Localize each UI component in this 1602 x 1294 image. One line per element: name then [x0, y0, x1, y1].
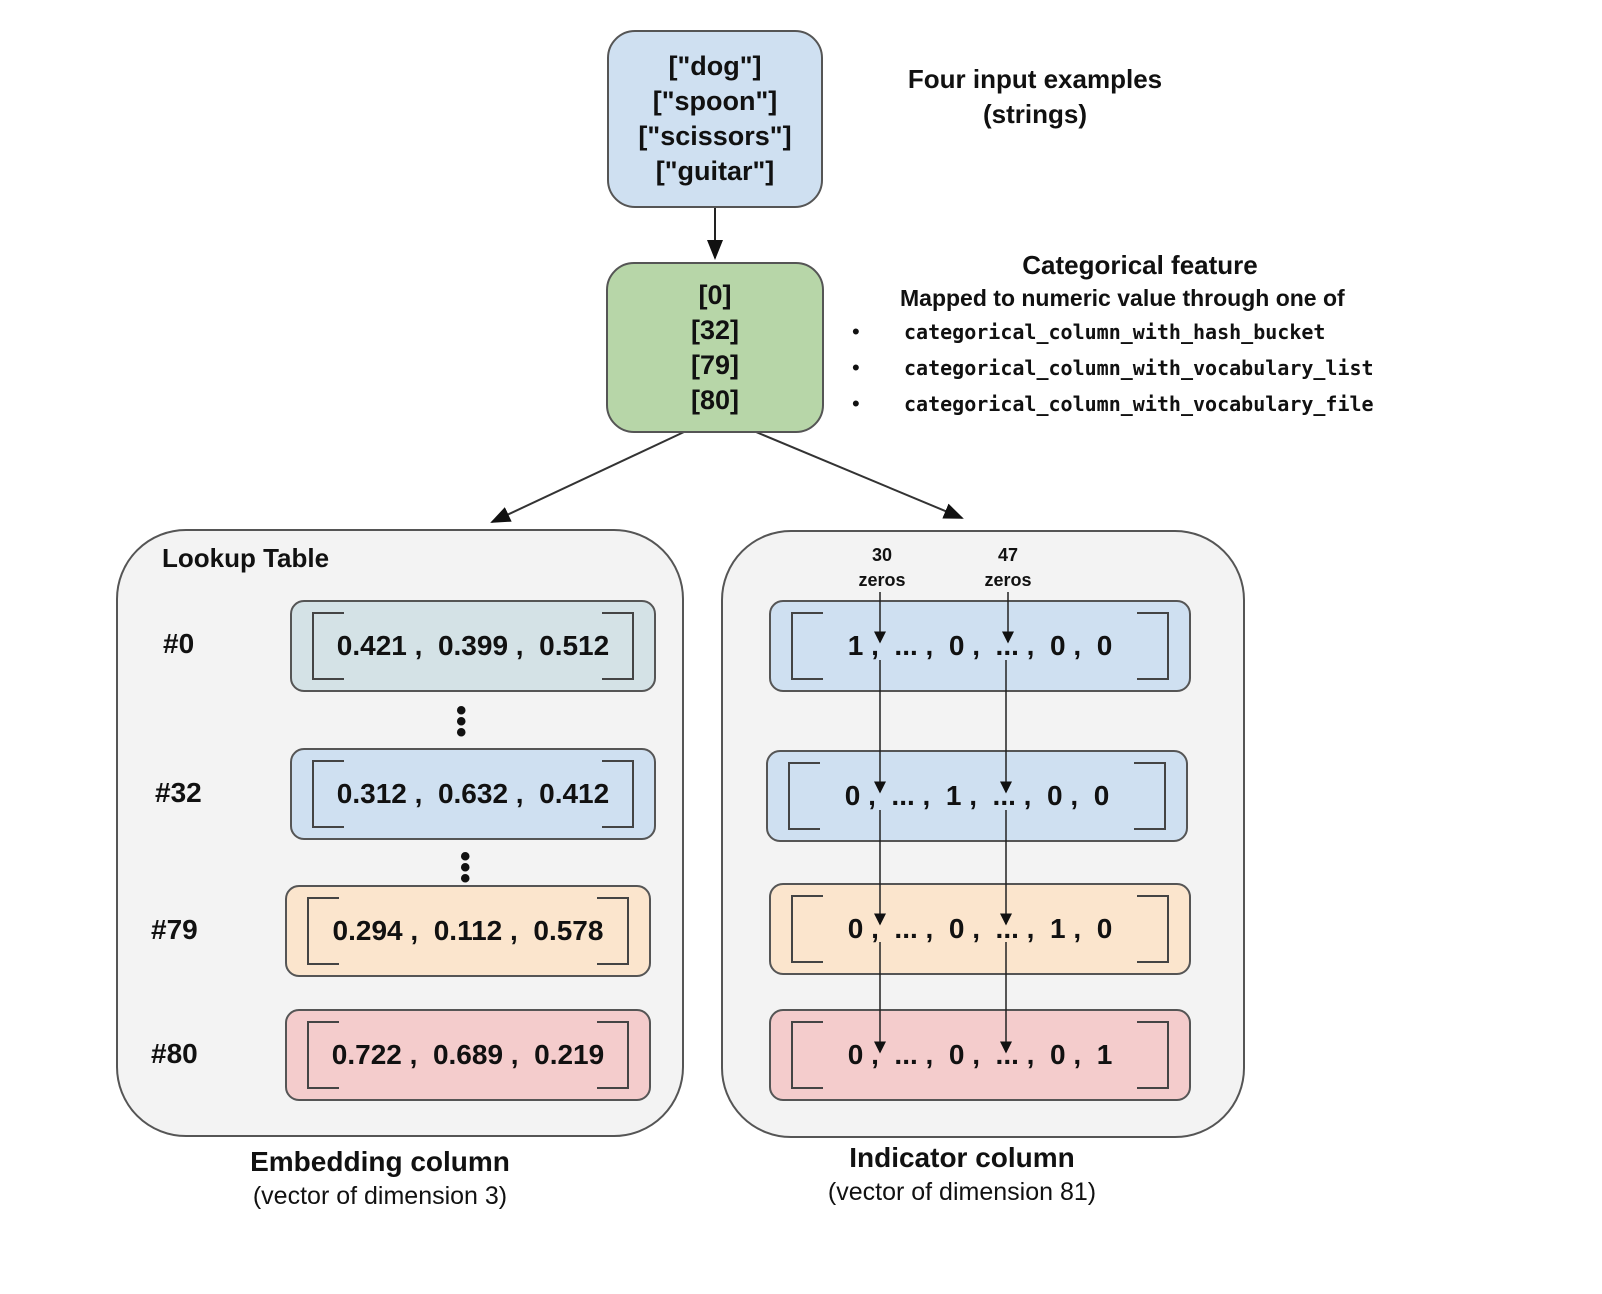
- left-bracket-icon: [791, 895, 823, 963]
- category-id: [80]: [690, 384, 739, 415]
- input-label-line1: Four input examples: [907, 64, 1163, 94]
- embedding-index: #0: [163, 628, 195, 659]
- embedding-values: 0.722 , 0.689 , 0.219: [331, 1039, 605, 1070]
- embedding-values: 0.294 , 0.112 , 0.578: [332, 915, 604, 946]
- zeros-label-2: 47 zeros: [958, 543, 1058, 593]
- zeros-count: 47: [997, 545, 1019, 565]
- lookup-table-title: Lookup Table: [162, 543, 330, 573]
- right-bracket-icon: [597, 897, 629, 965]
- method-item: • categorical_column_with_vocabulary_lis…: [852, 350, 1374, 386]
- left-bracket-icon: [788, 762, 820, 830]
- method-item: • categorical_column_with_vocabulary_fil…: [852, 386, 1374, 422]
- ellipsis-vertical-icon: •••: [460, 840, 471, 895]
- bullet-icon: •: [852, 319, 860, 344]
- left-bracket-icon: [307, 1021, 339, 1089]
- embedding-vector-row: 0.312 , 0.632 , 0.412: [290, 748, 656, 840]
- embedding-values: 0.312 , 0.632 , 0.412: [336, 778, 610, 809]
- embedding-vector-row: 0.421 , 0.399 , 0.512: [290, 600, 656, 692]
- embedding-vector-row: 0.294 , 0.112 , 0.578: [285, 885, 651, 977]
- input-label: Four input examples (strings): [890, 64, 1180, 130]
- right-bracket-icon: [602, 612, 634, 680]
- left-bracket-icon: [791, 1021, 823, 1089]
- indicator-values: 1 , ... , 0 , ... , 0 , 0: [847, 630, 1113, 661]
- right-bracket-icon: [1137, 895, 1169, 963]
- categorical-subtitle: Mapped to numeric value through one of: [900, 285, 1345, 311]
- indicator-vector-row: 0 , ... , 1 , ... , 0 , 0: [766, 750, 1188, 842]
- indicator-caption-subtitle: (vector of dimension 81): [827, 1178, 1097, 1206]
- zeros-word: zeros: [858, 570, 906, 590]
- input-item: ["guitar"]: [655, 156, 775, 186]
- input-item: ["scissors"]: [638, 121, 792, 151]
- right-bracket-icon: [602, 760, 634, 828]
- embedding-vector-row: 0.722 , 0.689 , 0.219: [285, 1009, 651, 1101]
- embedding-index: #79: [151, 914, 198, 945]
- left-bracket-icon: [312, 760, 344, 828]
- indicator-vector-row: 0 , ... , 0 , ... , 1 , 0: [769, 883, 1191, 975]
- embedding-caption-subtitle: (vector of dimension 3): [252, 1182, 508, 1210]
- method-name: categorical_column_with_hash_bucket: [904, 320, 1326, 344]
- input-label-line2: (strings): [983, 99, 1087, 129]
- zeros-label-1: 30 zeros: [832, 543, 932, 593]
- category-id: [32]: [690, 314, 739, 345]
- embedding-caption: Embedding column (vector of dimension 3): [180, 1146, 580, 1211]
- arrow-categorical-to-indicator: [755, 431, 964, 519]
- indicator-values: 0 , ... , 0 , ... , 1 , 0: [847, 913, 1113, 944]
- method-list: • categorical_column_with_hash_bucket • …: [852, 314, 1374, 422]
- left-bracket-icon: [791, 612, 823, 680]
- right-bracket-icon: [1137, 612, 1169, 680]
- method-name: categorical_column_with_vocabulary_file: [904, 392, 1374, 416]
- zeros-word: zeros: [984, 570, 1032, 590]
- indicator-caption: Indicator column (vector of dimension 81…: [762, 1142, 1162, 1207]
- input-item: ["spoon"]: [652, 86, 778, 116]
- right-bracket-icon: [597, 1021, 629, 1089]
- category-id: [0]: [698, 279, 732, 310]
- embedding-values: 0.421 , 0.399 , 0.512: [336, 630, 610, 661]
- embedding-index: #80: [151, 1038, 198, 1069]
- input-examples-box: ["dog"] ["spoon"] ["scissors"] ["guitar"…: [607, 30, 823, 208]
- left-bracket-icon: [312, 612, 344, 680]
- embedding-caption-title: Embedding column: [250, 1146, 510, 1177]
- input-item: ["dog"]: [668, 51, 762, 81]
- ellipsis-vertical-icon: •••: [456, 694, 467, 749]
- right-bracket-icon: [1134, 762, 1166, 830]
- bullet-icon: •: [852, 391, 860, 416]
- right-bracket-icon: [1137, 1021, 1169, 1089]
- categorical-title: Categorical feature: [1022, 250, 1258, 280]
- category-id: [79]: [690, 349, 739, 380]
- method-item: • categorical_column_with_hash_bucket: [852, 314, 1374, 350]
- indicator-caption-title: Indicator column: [849, 1142, 1075, 1173]
- method-name: categorical_column_with_vocabulary_list: [904, 356, 1374, 380]
- embedding-index: #32: [155, 777, 202, 808]
- left-bracket-icon: [307, 897, 339, 965]
- indicator-vector-row: 0 , ... , 0 , ... , 0 , 1: [769, 1009, 1191, 1101]
- bullet-icon: •: [852, 355, 860, 380]
- indicator-values: 0 , ... , 0 , ... , 0 , 1: [847, 1039, 1113, 1070]
- zeros-count: 30: [871, 545, 893, 565]
- arrow-categorical-to-embedding: [490, 431, 685, 523]
- indicator-values: 0 , ... , 1 , ... , 0 , 0: [844, 780, 1110, 811]
- categorical-feature-box: [0] [32] [79] [80]: [606, 262, 824, 433]
- indicator-vector-row: 1 , ... , 0 , ... , 0 , 0: [769, 600, 1191, 692]
